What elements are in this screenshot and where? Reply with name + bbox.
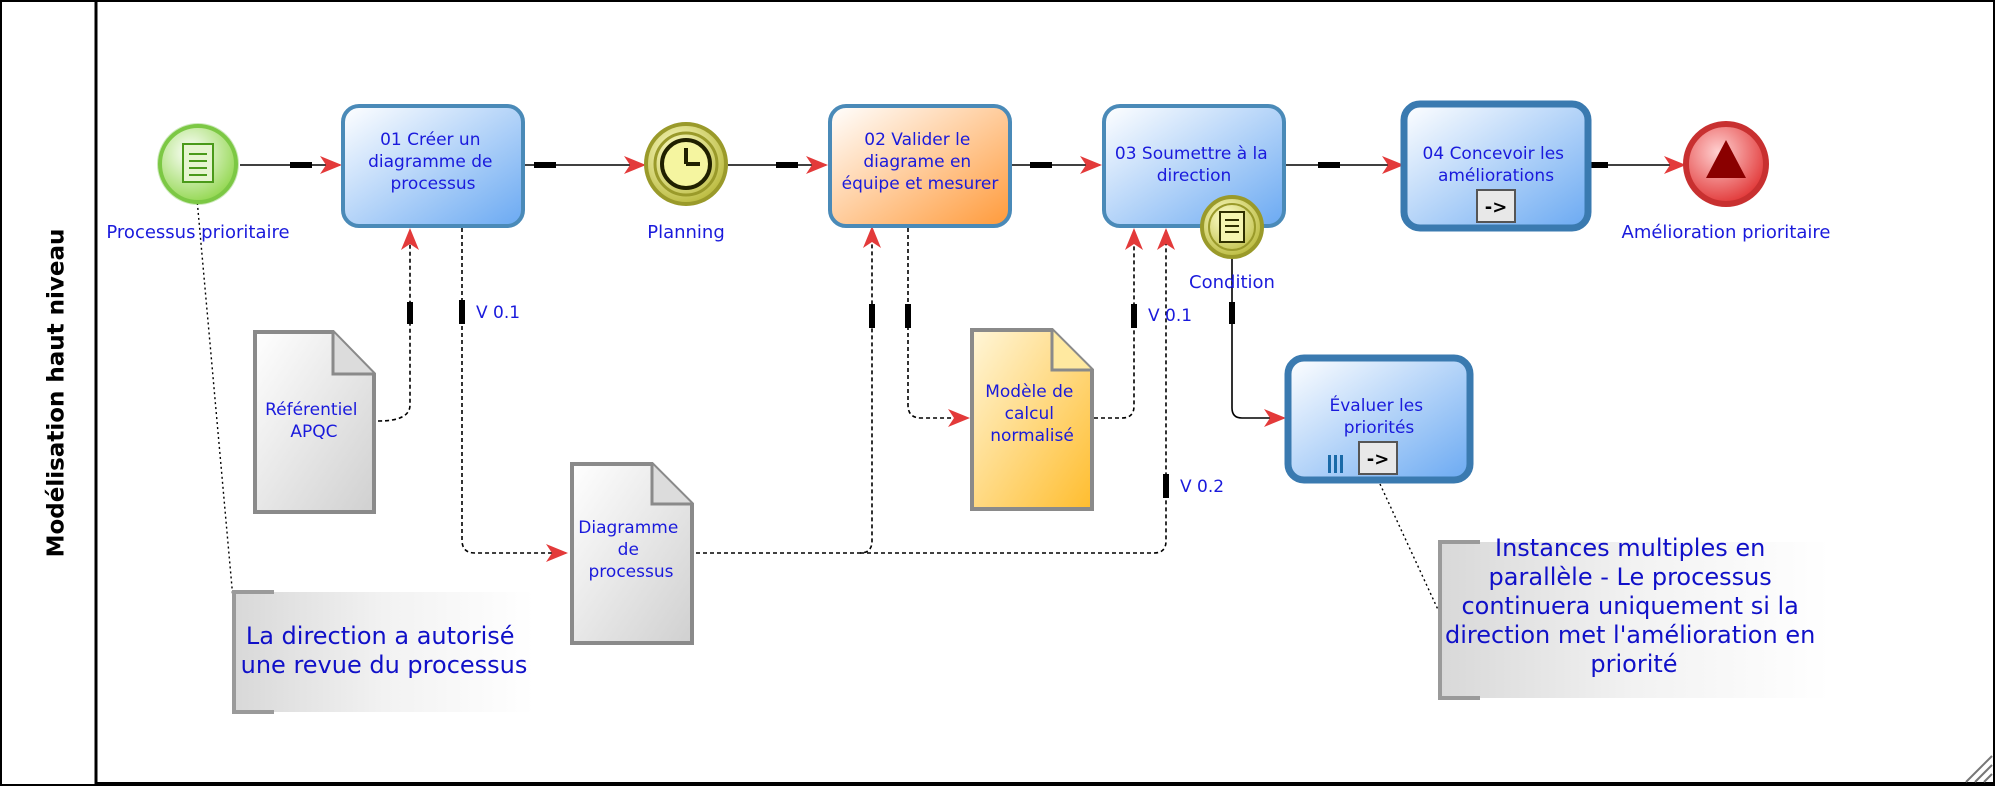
data-associations — [377, 226, 1175, 562]
svg-text:01 Créer un diagramme de: 01 Créer un diagramme de processus — [368, 130, 498, 194]
task-02-line3: équipe et mesurer — [842, 174, 999, 194]
task-04[interactable]: 04 Concevoir les améliorations -> — [1400, 100, 1592, 232]
assoc-t1-d2 — [461, 228, 568, 562]
data-object-diagramme-line3: processus — [589, 562, 674, 582]
condition-event-label: Condition — [1189, 272, 1275, 293]
timer-event-label: Planning — [647, 222, 725, 243]
task-05-line2: priorités — [1344, 418, 1415, 438]
start-event-label: Processus prioritaire — [106, 222, 289, 243]
assoc-d3-t3 — [1094, 228, 1143, 419]
text-annotation-instances-line4: direction met l'amélioration en — [1445, 621, 1815, 649]
svg-text:La direction a autorisé: La direction a autorisé une revue du pro… — [241, 622, 528, 679]
multi-instance-parallel-icon — [1328, 455, 1343, 473]
data-object-diagramme-line2: de — [618, 540, 639, 560]
data-object-modele-line3: normalisé — [990, 426, 1074, 446]
text-annotation-instances[interactable]: Instances multiples en parallèle - Le pr… — [1438, 534, 1830, 700]
clock-icon — [660, 138, 712, 190]
version-label-v2: V 0.1 — [1148, 306, 1192, 326]
version-label-v1: V 0.1 — [476, 303, 520, 323]
task-01-line2: diagramme de — [368, 152, 492, 172]
assoc-d2-t3 — [860, 228, 1175, 554]
task-02[interactable]: 02 Valider le diagrame en équipe et mesu… — [828, 104, 1012, 228]
task-04-line2: améliorations — [1438, 166, 1554, 186]
text-annotation-direction[interactable]: La direction a autorisé une revue du pro… — [232, 590, 534, 714]
assoc-d1-t1 — [377, 228, 419, 422]
data-object-modele-line1: Modèle de — [985, 382, 1073, 402]
svg-text:03 Soumettre à la direct: 03 Soumettre à la direction — [1115, 144, 1273, 186]
text-annotation-instances-line1: Instances multiples en — [1495, 534, 1765, 562]
document-icon — [182, 143, 214, 183]
svg-text:Diagramme de proce: Diagramme de processus — [578, 518, 683, 582]
task-03-line2: direction — [1157, 166, 1232, 186]
assoc-ticks — [407, 300, 1169, 498]
data-object-referentiel[interactable]: Référentiel APQC — [253, 330, 376, 514]
data-object-modele[interactable]: Modèle de calcul normalisé — [970, 328, 1094, 511]
task-04-line1: 04 Concevoir les — [1423, 144, 1565, 164]
task-01[interactable]: 01 Créer un diagramme de processus — [341, 104, 525, 228]
flow-ticks — [290, 162, 1608, 324]
data-object-referentiel-line1: Référentiel — [265, 400, 357, 420]
task-05[interactable]: Évaluer les priorités -> — [1284, 354, 1474, 484]
task-02-line2: diagrame en — [863, 152, 971, 172]
condition-event[interactable] — [1200, 195, 1264, 259]
text-annotation-instances-line3: continuera uniquement si la — [1461, 592, 1798, 620]
svg-text:Référentiel APQC: Référentiel APQC — [265, 400, 363, 442]
text-annotation-direction-line2: une revue du processus — [241, 651, 528, 679]
text-annotation-instances-line5: priorité — [1590, 650, 1677, 678]
svg-text:Instances multiples en p: Instances multiples en parallèle - Le pr… — [1445, 534, 1823, 678]
subprocess-marker-button[interactable]: -> — [1476, 189, 1516, 223]
condition-icon — [1219, 211, 1245, 243]
svg-text:Modèle de calcul n: Modèle de calcul normalisé — [985, 382, 1079, 446]
annotation-connectors — [195, 187, 1441, 633]
task-02-line1: 02 Valider le — [864, 130, 970, 150]
task-01-line3: processus — [391, 174, 476, 194]
svg-text:04 Concevoir les amélior: 04 Concevoir les améliorations — [1423, 144, 1570, 186]
escalation-icon — [1706, 140, 1746, 178]
version-label-v3: V 0.2 — [1180, 477, 1224, 497]
end-event-label: Amélioration prioritaire — [1622, 222, 1831, 243]
data-object-referentiel-line2: APQC — [290, 422, 337, 442]
text-annotation-direction-line1: La direction a autorisé — [246, 622, 515, 650]
start-event[interactable] — [157, 123, 239, 205]
resize-grip-icon[interactable] — [1965, 755, 1993, 783]
task-05-line1: Évaluer les — [1329, 394, 1423, 416]
svg-text:02 Valider le diagrame e: 02 Valider le diagrame en équipe et mesu… — [842, 130, 999, 194]
assoc-t2-d3 — [907, 228, 970, 427]
subprocess-marker-icon: -> — [1367, 449, 1390, 470]
data-object-diagramme[interactable]: Diagramme de processus — [570, 462, 694, 645]
subprocess-marker-icon: -> — [1485, 197, 1508, 218]
end-event[interactable] — [1683, 121, 1769, 207]
task-03-line1: 03 Soumettre à la — [1115, 144, 1268, 164]
task-01-line1: 01 Créer un — [380, 130, 480, 150]
flow-condition-t5 — [1231, 252, 1286, 427]
assoc-d2-t2 — [696, 226, 881, 554]
subprocess-marker-button[interactable]: -> — [1358, 441, 1398, 475]
pool-label: Modélisation haut niveau — [44, 229, 70, 558]
text-annotation-instances-line2: parallèle - Le processus — [1489, 563, 1772, 591]
timer-event[interactable] — [644, 122, 728, 206]
svg-text:Évaluer les priorités: Évaluer les priorités — [1329, 394, 1428, 438]
data-object-modele-line2: calcul — [1005, 404, 1054, 424]
data-object-diagramme-line1: Diagramme — [578, 518, 678, 538]
